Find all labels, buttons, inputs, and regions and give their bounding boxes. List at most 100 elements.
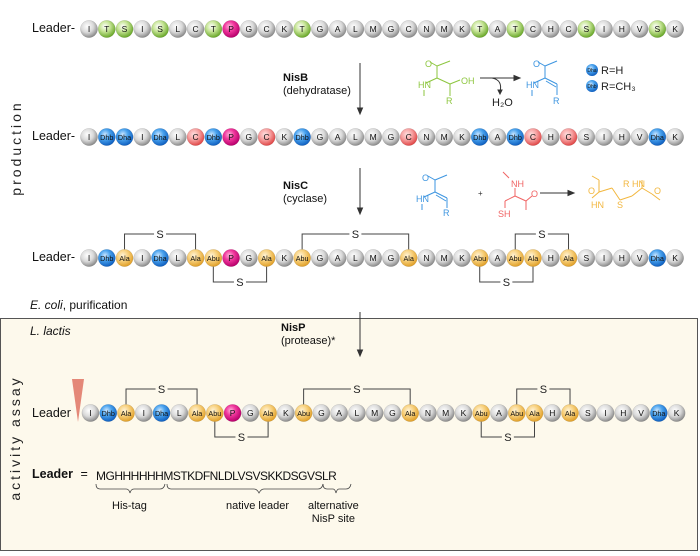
residue-label: G bbox=[246, 24, 253, 34]
residue-label: Abu bbox=[297, 409, 310, 418]
residue-bead bbox=[80, 249, 98, 267]
residue-bead bbox=[133, 20, 152, 38]
residue-bead bbox=[454, 404, 473, 422]
residue-label: K bbox=[672, 24, 678, 34]
cyc-o-blue: O bbox=[422, 173, 429, 183]
residue-label: Ala bbox=[403, 254, 413, 263]
carbonyl-o-green: O bbox=[425, 59, 432, 69]
residue-bead bbox=[524, 128, 542, 146]
residue-label: C bbox=[192, 132, 198, 142]
carbonyl-o-blue: O bbox=[533, 59, 540, 69]
residue-bead bbox=[168, 249, 187, 267]
residue-bead bbox=[188, 404, 206, 422]
residue-label: G bbox=[317, 132, 324, 142]
residue-bead bbox=[151, 249, 169, 267]
residue-label: Ala bbox=[405, 409, 415, 418]
lan-hn: HN bbox=[591, 200, 604, 210]
residue-label: Abu bbox=[207, 254, 220, 263]
residue-label: G bbox=[317, 24, 324, 34]
residue-bead bbox=[524, 20, 542, 38]
residue-label: T bbox=[104, 24, 109, 34]
bridge-label-bg bbox=[500, 276, 513, 288]
residue-label: Dha bbox=[651, 254, 664, 263]
residue-label: V bbox=[637, 253, 643, 263]
nisp-name: NisP bbox=[281, 322, 306, 334]
residue-label: M bbox=[370, 132, 377, 142]
legend-dha-text: R=H bbox=[601, 65, 623, 77]
his-tag-sequence: MGHHHHHH bbox=[96, 469, 164, 483]
residue-label: I bbox=[88, 24, 90, 34]
residue-bead bbox=[204, 20, 223, 38]
residue-label: C bbox=[406, 132, 412, 142]
residue-label: C bbox=[264, 24, 270, 34]
residue-bead bbox=[151, 128, 169, 146]
residue-bead bbox=[470, 20, 489, 38]
residue-bead bbox=[435, 128, 454, 146]
residue-bead bbox=[595, 128, 613, 146]
residue-label: T bbox=[477, 24, 482, 34]
residue-bead bbox=[417, 128, 436, 146]
residue-label: G bbox=[247, 408, 254, 418]
ecoli-name: E. coli bbox=[30, 298, 63, 312]
residue-label: I bbox=[603, 132, 605, 142]
row1-leader-label: Leader- bbox=[32, 21, 76, 35]
activity-assay-panel bbox=[0, 318, 698, 551]
alt-nisp-label: alternative NisP site bbox=[308, 500, 359, 526]
residue-bead bbox=[382, 20, 400, 38]
residue-bead bbox=[133, 128, 152, 146]
residue-label: K bbox=[672, 132, 678, 142]
residue-label: I bbox=[141, 132, 143, 142]
residue-bead bbox=[612, 249, 631, 267]
residue-label: K bbox=[459, 24, 465, 34]
leader-sequence: MGHHHHHHMSTKDFNLDLVSVSKKDSGVSLR bbox=[96, 469, 337, 483]
lanthionine-structure bbox=[591, 175, 661, 201]
residue-bead bbox=[257, 128, 276, 146]
residue-bead bbox=[648, 20, 667, 38]
residue-label: G bbox=[389, 408, 396, 418]
residue-label: G bbox=[246, 132, 253, 142]
residue-label: K bbox=[459, 132, 465, 142]
residue-label: M bbox=[441, 24, 448, 34]
residue-bead bbox=[559, 20, 578, 38]
residue-label: P bbox=[228, 24, 234, 34]
ecoli-purification-label: E. coli, purification bbox=[30, 298, 127, 312]
residue-bead bbox=[223, 404, 242, 422]
residue-bead bbox=[383, 404, 402, 422]
residue-bead bbox=[186, 249, 205, 267]
residue-bead bbox=[241, 404, 260, 422]
residue-label: Dhb bbox=[509, 133, 522, 142]
r-blue: R bbox=[553, 96, 560, 106]
residue-label: P bbox=[228, 132, 234, 142]
residue-label: C bbox=[406, 24, 412, 34]
bridge-label-bg bbox=[537, 383, 550, 395]
top-bridge-sulfur: S bbox=[353, 384, 360, 396]
residue-label: Ala bbox=[192, 409, 202, 418]
residue-bead bbox=[612, 128, 631, 146]
residue-bead bbox=[614, 404, 633, 422]
cyc-r-blue: R bbox=[443, 208, 450, 218]
residue-bead bbox=[382, 128, 400, 146]
residue-label: Ala bbox=[119, 254, 129, 263]
residue-label: K bbox=[674, 408, 680, 418]
alt-label-line1: alternative bbox=[308, 500, 359, 512]
residue-label: N bbox=[423, 253, 429, 263]
residue-bead bbox=[312, 404, 331, 422]
residue-bead bbox=[595, 249, 613, 267]
residue-bead bbox=[559, 128, 578, 146]
residue-bead bbox=[257, 20, 276, 38]
residue-bead bbox=[133, 249, 152, 267]
residue-bead bbox=[330, 404, 348, 422]
residue-label: Abu bbox=[473, 254, 486, 263]
residue-label: Abu bbox=[510, 409, 523, 418]
residue-bead bbox=[612, 20, 631, 38]
residue-bead bbox=[311, 128, 329, 146]
residue-bead bbox=[364, 20, 383, 38]
residue-bead bbox=[222, 128, 240, 146]
residue-label: K bbox=[282, 132, 288, 142]
residue-label: C bbox=[530, 132, 536, 142]
residue-bead bbox=[541, 128, 560, 146]
residue-bead bbox=[204, 128, 223, 146]
oh-green: OH bbox=[461, 76, 475, 86]
